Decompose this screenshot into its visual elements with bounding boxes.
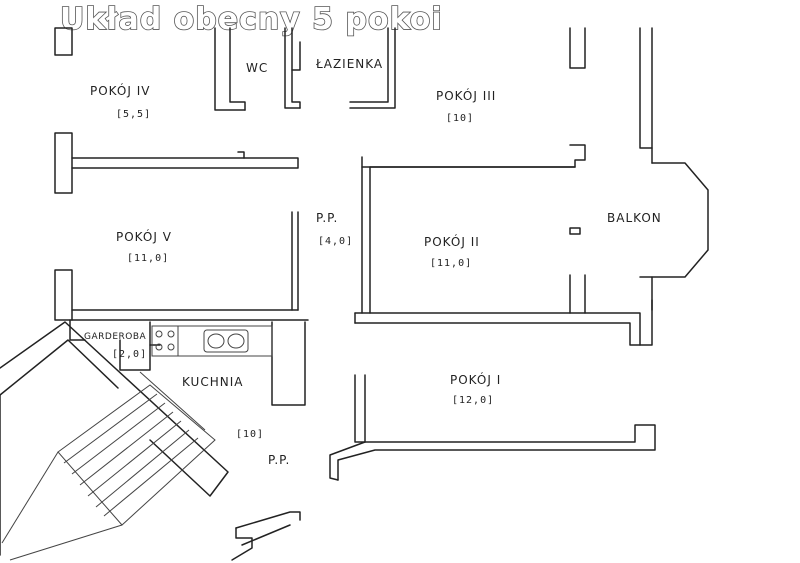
stove-icon (151, 325, 179, 357)
pokoj-v-label: POKÓJ V (116, 229, 172, 244)
garderoba-label: GARDEROBA (84, 332, 147, 342)
room-garderoba: GARDEROBA [2,0] (84, 332, 147, 360)
kitchen-fixtures (151, 325, 273, 357)
pp-bottom-label: P.P. (268, 453, 290, 467)
pokoj-iii-area: [10] (446, 113, 474, 124)
pp-top-label: P.P. (316, 211, 338, 225)
wall-wc (284, 27, 301, 109)
wall-pokoj-i (354, 374, 366, 443)
pokoj-ii-label: POKÓJ II (424, 234, 480, 249)
wall-v-kitchen (54, 269, 73, 321)
pokoj-i-area: [12,0] (452, 395, 494, 406)
plan-title: Układ obecny 5 pokoi (60, 2, 443, 37)
room-pokoj-i: POKÓJ I [12,0] (450, 372, 501, 406)
wall-top-left (54, 27, 73, 56)
room-pokoj-iv: POKÓJ IV [5,5] (90, 83, 151, 120)
wall-entrance (231, 527, 253, 561)
balkon-label: BALKON (607, 211, 662, 225)
wall-kitchen (69, 319, 86, 341)
pokoj-i-label: POKÓJ I (450, 372, 501, 387)
wall-iv-v (54, 132, 73, 194)
room-pokoj-ii: POKÓJ II [11,0] (424, 234, 480, 269)
kuchnia-label: KUCHNIA (182, 375, 243, 389)
wall-top-left-right (214, 27, 246, 111)
pokoj-v-area: [11,0] (127, 253, 169, 264)
pokoj-ii-area: [11,0] (430, 258, 472, 269)
room-pokoj-iii: POKÓJ III [10] (436, 88, 496, 124)
pokoj-iii-label: POKÓJ III (436, 88, 496, 103)
pp-bottom-area: [10] (236, 429, 264, 440)
wall-top-right (569, 27, 586, 69)
wc-label: WC (246, 61, 268, 75)
room-pp-top: P.P. [4,0] (316, 211, 353, 247)
sink-icon (203, 329, 249, 353)
wall-right-outer (639, 27, 653, 149)
pokoj-iv-label: POKÓJ IV (90, 83, 150, 98)
room-pp-bottom: [10] P.P. (236, 429, 290, 467)
balcony-outline (651, 162, 709, 278)
wall-lazienka (291, 41, 301, 71)
room-pokoj-v: POKÓJ V [11,0] (116, 229, 172, 264)
staircase (0, 321, 229, 561)
pokoj-iv-area: [5,5] (116, 109, 151, 120)
lazienka-label: ŁAZIENKA (315, 57, 383, 71)
pp-top-area: [4,0] (318, 236, 353, 247)
garderoba-area: [2,0] (112, 349, 147, 360)
walls (54, 27, 709, 561)
